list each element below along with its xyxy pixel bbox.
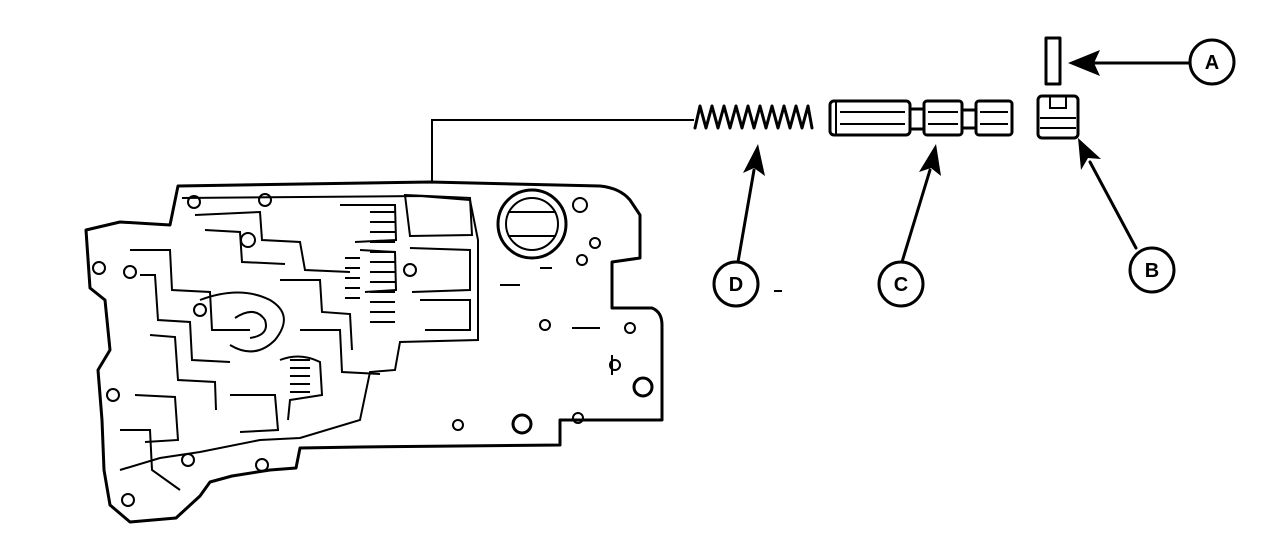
valve-body — [84, 180, 664, 524]
bore-leader-line — [431, 119, 694, 182]
callout-circle — [1128, 246, 1176, 294]
callout-arrows — [736, 50, 1192, 264]
callout-circle — [712, 260, 760, 308]
valve-bore-lines — [290, 211, 395, 393]
callout-label-d: D — [729, 274, 743, 296]
spring — [693, 104, 814, 130]
callout-label-b: B — [1145, 260, 1159, 282]
callout-circle — [1188, 38, 1236, 86]
callout-label-a: A — [1205, 52, 1219, 74]
callout-d: D — [712, 260, 760, 308]
callout-a: A — [1188, 38, 1236, 86]
callout-label-c: C — [894, 274, 908, 296]
valve — [828, 99, 1014, 137]
plug — [1036, 94, 1080, 140]
bolt-holes — [92, 193, 654, 507]
callout-c: C — [877, 260, 925, 308]
callout-circle — [877, 260, 925, 308]
callout-b: B — [1128, 246, 1176, 294]
retainer — [1044, 36, 1062, 86]
